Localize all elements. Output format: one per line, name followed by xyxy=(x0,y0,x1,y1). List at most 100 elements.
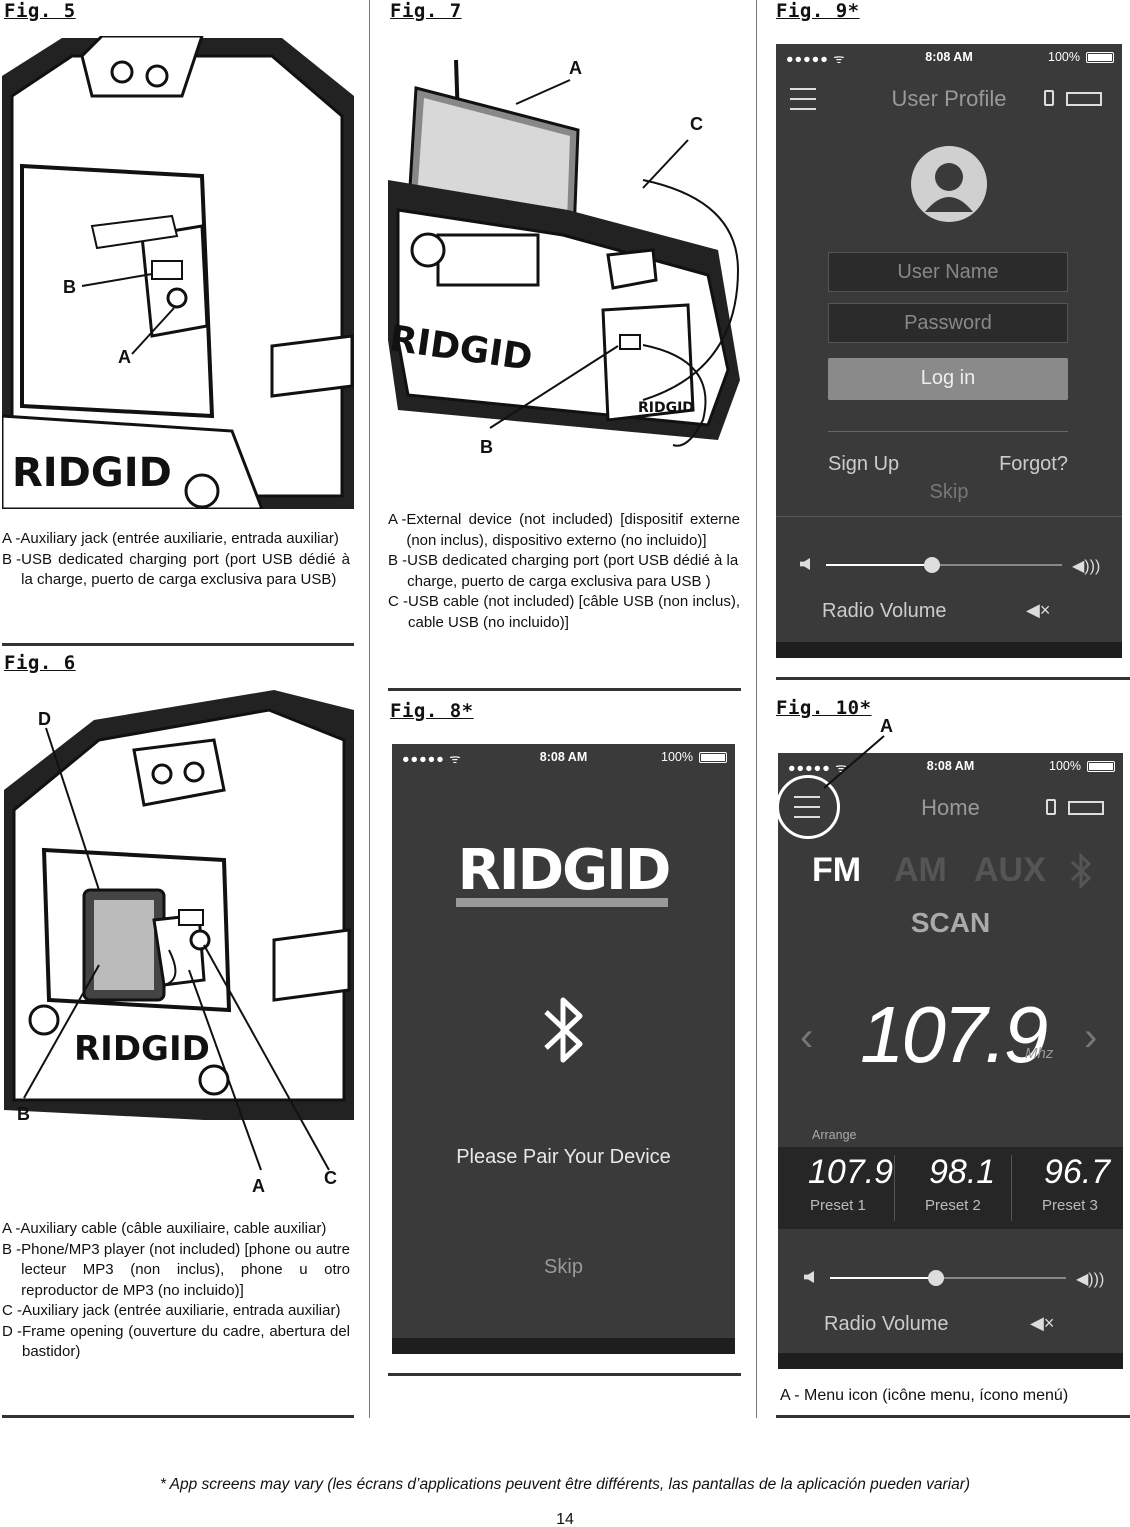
fig8-phone-screen: ●●●●● ᯤ 8:08 AM 100% RIDGID Please Pair … xyxy=(392,744,735,1354)
chevron-left-icon[interactable]: ‹ xyxy=(800,1015,814,1059)
arrange-link[interactable]: Arrange xyxy=(812,1128,857,1142)
page-title: Home xyxy=(921,795,980,820)
signal-icon: ●●●●● ᯤ xyxy=(402,752,462,766)
preset-button[interactable]: 96.7 Preset 3 xyxy=(1012,1147,1123,1229)
forgot-link[interactable]: Forgot? xyxy=(999,453,1068,475)
mode-fm-tab[interactable]: FM xyxy=(812,851,862,889)
volume-slider[interactable] xyxy=(826,557,1062,573)
preset-frequency: 96.7 xyxy=(1044,1153,1111,1191)
pair-device-text: Please Pair Your Device xyxy=(456,1146,671,1168)
fig6-illustration: RIDGID xyxy=(4,680,354,1200)
fig6-title: Fig. 6 xyxy=(4,652,76,674)
preset-divider xyxy=(1011,1155,1012,1221)
mute-icon[interactable]: ◀× xyxy=(1026,600,1051,620)
preset-label: Preset 1 xyxy=(810,1197,866,1214)
page-title: User Profile xyxy=(891,86,1007,111)
volume-slider[interactable] xyxy=(830,1270,1066,1286)
svg-text:RIDGID: RIDGID xyxy=(12,450,172,496)
battery-percent: 100% xyxy=(661,750,693,764)
fig7-callout-c: C xyxy=(690,114,703,134)
password-field[interactable]: Password xyxy=(828,303,1068,343)
svg-text:RIDGID: RIDGID xyxy=(638,400,694,416)
section-rule xyxy=(776,1415,1130,1418)
legend-item: B -Phone/MP3 player (not included) [phon… xyxy=(2,1240,350,1299)
section-rule xyxy=(776,677,1130,680)
bottom-bar xyxy=(778,1353,1123,1369)
chevron-right-icon[interactable]: › xyxy=(1084,1015,1098,1059)
avatar-icon xyxy=(911,146,987,222)
page-number: 14 xyxy=(556,1511,574,1527)
fig7-title: Fig. 7 xyxy=(390,0,462,22)
menu-icon-highlight xyxy=(778,775,840,839)
fig10-title: Fig. 10* xyxy=(776,697,872,719)
status-time: 8:08 AM xyxy=(925,50,973,64)
username-field[interactable]: User Name xyxy=(828,252,1068,292)
fig6-callout-b: B xyxy=(17,1104,30,1124)
fig7-callout-a: A xyxy=(569,58,582,78)
legend-item: C -Auxiliary jack (entrée auxiliarie, en… xyxy=(2,1302,341,1319)
legend-item: A -Auxiliary jack (entrée auxiliarie, en… xyxy=(2,530,339,547)
battery-icon xyxy=(1087,761,1115,772)
mode-am-tab[interactable]: AM xyxy=(894,851,947,889)
mode-aux-tab[interactable]: AUX xyxy=(974,851,1046,889)
preset-button[interactable]: 98.1 Preset 2 xyxy=(895,1147,1011,1229)
menu-icon[interactable] xyxy=(790,88,816,110)
fig10-callout-a: A xyxy=(880,716,893,736)
fig5-callout-a: A xyxy=(118,347,131,367)
column-divider xyxy=(756,0,757,1418)
fig5-title: Fig. 5 xyxy=(4,0,76,22)
divider xyxy=(776,516,1122,517)
skip-button[interactable]: Skip xyxy=(544,1256,583,1278)
status-time: 8:08 AM xyxy=(539,750,588,764)
fig6-callout-a: A xyxy=(252,1176,265,1196)
legend-item: C -USB cable (not included) [câble USB (… xyxy=(388,593,740,631)
volume-slider-fill xyxy=(826,564,933,566)
legend-item: D -Frame opening (ouverture du cadre, ab… xyxy=(2,1322,350,1361)
section-rule xyxy=(2,643,354,646)
scan-button[interactable]: SCAN xyxy=(910,907,991,938)
status-time: 8:08 AM xyxy=(926,759,975,773)
bottom-bar xyxy=(392,1338,735,1354)
signup-link[interactable]: Sign Up xyxy=(828,453,900,475)
fig10-phone-screen: ●●●●● ᯤ 8:08 AM 100% Home FM AM AUX SCAN… xyxy=(778,753,1123,1369)
menu-icon[interactable] xyxy=(794,796,820,818)
volume-slider-fill xyxy=(830,1277,937,1279)
volume-slider-knob[interactable] xyxy=(924,557,941,573)
frequency-display: 107.9 xyxy=(860,990,1048,1079)
preset-button[interactable]: 107.9 Preset 1 xyxy=(778,1147,894,1229)
section-rule xyxy=(2,1415,354,1418)
preset-label: Preset 2 xyxy=(925,1197,981,1214)
legend-item: B -USB dedicated charging port (port USB… xyxy=(388,552,739,590)
bluetooth-icon[interactable] xyxy=(1070,853,1092,889)
preset-frequency: 107.9 xyxy=(808,1153,894,1191)
legend-item: A -External device (not included) [dispo… xyxy=(388,511,740,549)
presets-bar: 107.9 Preset 1 98.1 Preset 2 96.7 Preset… xyxy=(778,1147,1123,1229)
bluetooth-icon xyxy=(544,997,583,1063)
login-button[interactable]: Log in xyxy=(828,358,1068,400)
volume-low-icon xyxy=(800,558,810,570)
battery-icon xyxy=(1086,52,1114,63)
divider xyxy=(828,431,1068,432)
legend-item: B -USB dedicated charging port (port USB… xyxy=(2,550,350,589)
preset-divider xyxy=(894,1155,895,1221)
fig10-callout-leader xyxy=(823,735,885,789)
radio-volume-label: Radio Volume xyxy=(824,1313,949,1335)
status-bar: ●●●●● ᯤ 8:08 AM 100% xyxy=(776,44,1122,70)
skip-button[interactable]: Skip xyxy=(929,481,969,503)
fig5-callout-b: B xyxy=(63,277,76,297)
fig6-callout-d: D xyxy=(38,709,51,729)
preset-frequency: 98.1 xyxy=(929,1153,996,1191)
tool-battery-icon xyxy=(1066,92,1102,106)
radio-icon xyxy=(1046,799,1056,815)
mute-icon[interactable]: ◀× xyxy=(1030,1313,1055,1333)
volume-slider-knob[interactable] xyxy=(928,1270,945,1286)
fig8-title: Fig. 8* xyxy=(390,700,474,722)
signal-icon: ●●●●● ᯤ xyxy=(786,52,846,66)
fig9-phone-screen: ●●●●● ᯤ 8:08 AM 100% User Profile User N… xyxy=(776,44,1122,658)
status-bar: ●●●●● ᯤ 8:08 AM 100% xyxy=(778,753,1123,779)
logo-underline xyxy=(456,898,668,907)
fig7-callout-b: B xyxy=(480,437,493,457)
ridgid-logo: RIDGID xyxy=(457,838,672,903)
status-bar: ●●●●● ᯤ 8:08 AM 100% xyxy=(392,744,735,770)
battery-percent: 100% xyxy=(1048,50,1080,64)
